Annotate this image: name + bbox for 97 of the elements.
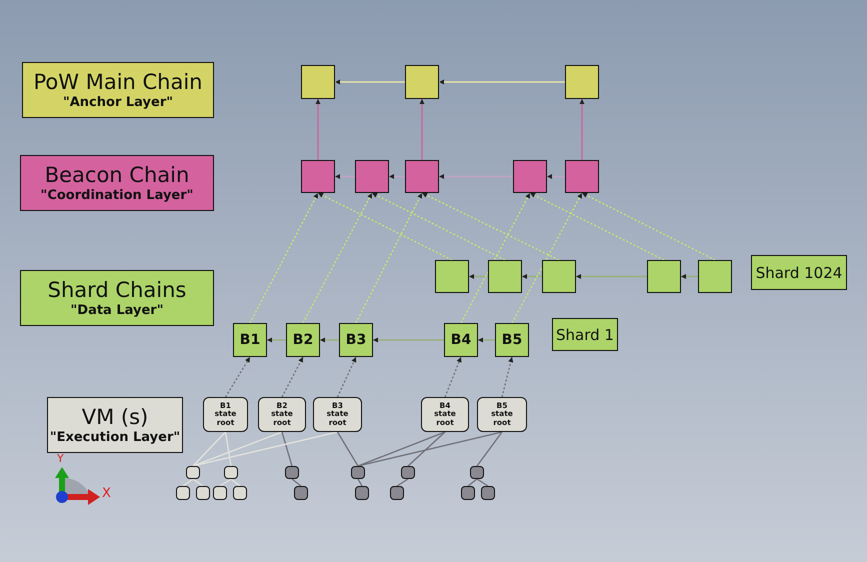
connector-line — [468, 478, 478, 487]
arrow — [335, 79, 405, 85]
layer-subtitle: "Coordination Layer" — [40, 188, 194, 203]
connector-line — [281, 432, 293, 466]
connector-line — [357, 478, 363, 486]
connector-line — [224, 432, 232, 466]
block-square — [405, 65, 439, 99]
arrow — [419, 99, 425, 160]
layer-box — [20, 270, 214, 326]
block-label: B4 — [450, 332, 472, 348]
block-square — [405, 160, 439, 193]
connector-line — [476, 432, 503, 466]
block-square — [565, 160, 599, 193]
arrow — [355, 192, 423, 324]
arrow — [530, 192, 664, 261]
block-square — [698, 260, 732, 293]
arrow — [224, 356, 251, 398]
connector-line — [230, 478, 240, 487]
arrow — [335, 174, 355, 180]
connector-line — [358, 431, 502, 467]
axis-label: X — [102, 486, 111, 501]
arrow — [267, 337, 286, 343]
block-box — [286, 323, 320, 357]
arrow — [547, 174, 565, 180]
block-label: B5 — [502, 332, 522, 348]
connector-line — [192, 478, 204, 487]
connector-line — [358, 431, 446, 467]
layer-title: Shard Chains — [48, 278, 186, 303]
block-square — [542, 260, 576, 293]
arrow — [336, 356, 357, 398]
connector-line — [192, 431, 282, 467]
layer-subtitle: "Anchor Layer" — [62, 94, 174, 110]
state-root-box — [258, 397, 306, 432]
block-box — [339, 323, 373, 357]
connector-line — [476, 478, 488, 487]
block-box — [233, 323, 267, 357]
arrow — [318, 192, 452, 261]
arrow — [681, 274, 698, 280]
layer-box — [22, 62, 214, 118]
block-square — [488, 260, 522, 293]
block-square — [301, 160, 335, 193]
block-square — [565, 65, 599, 99]
arrow — [576, 274, 647, 280]
arrow — [302, 192, 373, 324]
state-root-box — [313, 397, 362, 432]
block-square — [647, 260, 681, 293]
arrow — [320, 337, 339, 343]
arrow — [579, 99, 585, 160]
block-label: B3 — [346, 332, 366, 348]
connector-line — [220, 478, 232, 487]
layer-box — [47, 397, 183, 453]
arrow — [478, 337, 495, 343]
layer-title: PoW Main Chain — [34, 70, 202, 95]
state-root-box — [421, 397, 469, 432]
arrow — [372, 192, 506, 261]
layer-subtitle: "Data Layer" — [70, 302, 164, 318]
state-root-box — [477, 397, 527, 432]
arrow — [439, 79, 565, 85]
arrow — [469, 274, 488, 280]
block-square — [435, 260, 469, 293]
connector-line — [336, 432, 359, 466]
connector-line — [396, 478, 408, 487]
block-label: B2 — [292, 332, 314, 348]
connector-line — [192, 431, 338, 467]
arrow — [315, 99, 321, 160]
block-label: B1 — [240, 332, 260, 348]
block-square — [301, 65, 335, 99]
arrow — [511, 192, 583, 324]
arrow — [249, 192, 319, 324]
layer-title: VM (s) — [82, 405, 148, 430]
state-root-box — [203, 397, 248, 432]
arrow — [281, 356, 304, 398]
block-box — [495, 323, 529, 357]
arrow — [422, 192, 560, 261]
arrow — [373, 337, 444, 343]
connector-line — [182, 478, 194, 487]
layer-title: Beacon Chain — [44, 163, 190, 188]
arrow — [439, 174, 513, 180]
shard-label: Shard 1 — [556, 326, 614, 344]
arrow — [582, 192, 716, 261]
connector-line — [192, 432, 226, 466]
block-square — [513, 160, 547, 193]
arrow — [460, 192, 531, 324]
arrow — [444, 356, 462, 398]
axis-label: Y — [57, 452, 64, 465]
arrow — [522, 274, 542, 280]
connector-line — [408, 432, 446, 466]
shard-label: Shard 1024 — [756, 264, 842, 282]
shard-box — [751, 255, 847, 290]
shard-box — [552, 318, 618, 351]
connector-line — [292, 478, 302, 487]
block-square — [355, 160, 389, 193]
arrow — [389, 174, 405, 180]
layer-box — [20, 155, 214, 211]
block-box — [444, 323, 478, 357]
layer-subtitle: "Execution Layer" — [50, 430, 180, 445]
arrow — [501, 356, 514, 398]
